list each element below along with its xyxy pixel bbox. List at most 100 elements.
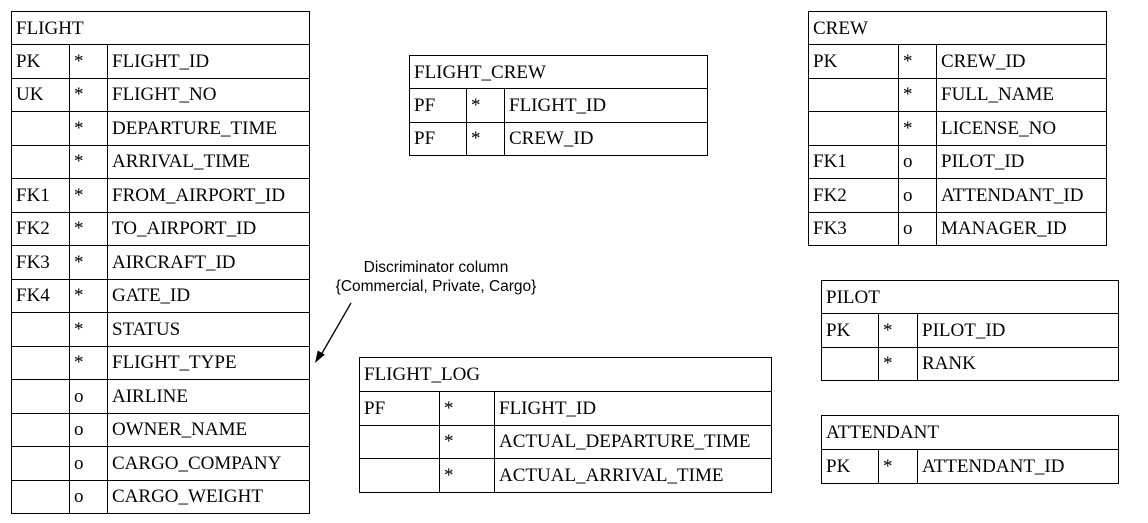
attribute-row: FK2*TO_AIRPORT_ID [11,211,310,246]
required-cell: * [69,44,108,79]
required-cell: * [898,77,937,112]
attribute-row: PK*PILOT_ID [821,313,1119,348]
attribute-row: PK*ATTENDANT_ID [821,449,1119,484]
key-cell: FK1 [11,178,70,213]
required-cell: * [69,245,108,280]
attribute-row: *STATUS [11,312,310,347]
entity-title: CREW [808,11,1107,45]
field-name-cell: FLIGHT_ID [107,44,310,79]
required-cell: o [898,211,937,246]
field-name-cell: FLIGHT_ID [504,88,708,123]
flight-crew-entity: FLIGHT_CREW PF*FLIGHT_ID PF*CREW_ID [409,55,708,156]
pilot-title-row: PILOT [821,280,1119,314]
required-cell: * [69,144,108,179]
attribute-row: FK3*AIRCRAFT_ID [11,245,310,280]
key-cell [11,379,70,414]
key-cell [808,77,899,112]
attribute-row: *FLIGHT_TYPE [11,345,310,380]
key-cell [11,345,70,380]
attribute-row: *DEPARTURE_TIME [11,111,310,146]
arrow-head [315,350,325,363]
field-name-cell: FULL_NAME [936,77,1107,112]
field-name-cell: CARGO_WEIGHT [107,479,310,514]
field-name-cell: AIRCRAFT_ID [107,245,310,280]
field-name-cell: STATUS [107,312,310,347]
field-name-cell: CREW_ID [936,44,1107,79]
flight-crew-title-row: FLIGHT_CREW [409,55,708,89]
attribute-row: *RANK [821,346,1119,381]
field-name-cell: OWNER_NAME [107,412,310,447]
key-cell: PK [821,449,879,484]
required-cell: * [69,312,108,347]
field-name-cell: LICENSE_NO [936,111,1107,146]
required-cell: * [439,391,495,426]
key-cell [821,346,879,381]
required-cell: * [466,121,505,156]
required-cell: o [69,479,108,514]
required-cell: o [898,144,937,179]
entity-title: PILOT [821,280,1119,314]
pilot-entity: PILOT PK*PILOT_ID*RANK [821,280,1119,381]
flight-log-title-row: FLIGHT_LOG [359,357,772,392]
field-name-cell: FROM_AIRPORT_ID [107,178,310,213]
field-name-cell: RANK [917,346,1119,381]
entity-title: ATTENDANT [821,415,1119,450]
field-name-cell: DEPARTURE_TIME [107,111,310,146]
attribute-row: *FULL_NAME [808,77,1107,112]
attendant-entity: ATTENDANT PK*ATTENDANT_ID [821,415,1119,484]
field-name-cell: ATTENDANT_ID [936,178,1107,213]
attribute-row: *ACTUAL_ARRIVAL_TIME [359,458,772,493]
field-name-cell: PILOT_ID [917,313,1119,348]
attribute-row: PF*FLIGHT_ID [359,391,772,426]
key-cell [359,424,440,459]
key-cell: PK [808,44,899,79]
key-cell [359,458,440,493]
key-cell: PF [409,88,467,123]
discriminator-note: Discriminator column {Commercial, Privat… [318,258,554,296]
key-cell [11,111,70,146]
field-name-cell: GATE_ID [107,278,310,313]
key-cell [11,446,70,481]
key-cell: PF [409,121,467,156]
field-name-cell: ATTENDANT_ID [917,449,1119,484]
required-cell: * [69,178,108,213]
key-cell: FK2 [808,178,899,213]
key-cell: UK [11,77,70,112]
key-cell [11,412,70,447]
key-cell: PF [359,391,440,426]
required-cell: o [898,178,937,213]
key-cell: FK1 [808,144,899,179]
key-cell [11,479,70,514]
required-cell: * [878,449,918,484]
attendant-title-row: ATTENDANT [821,415,1119,450]
field-name-cell: ACTUAL_ARRIVAL_TIME [494,458,772,493]
field-name-cell: FLIGHT_NO [107,77,310,112]
field-name-cell: FLIGHT_ID [494,391,772,426]
required-cell: * [439,424,495,459]
field-name-cell: PILOT_ID [936,144,1107,179]
key-cell [11,312,70,347]
key-cell: PK [11,44,70,79]
field-name-cell: CREW_ID [504,121,708,156]
required-cell: o [69,446,108,481]
required-cell: o [69,379,108,414]
field-name-cell: AIRLINE [107,379,310,414]
required-cell: * [69,111,108,146]
required-cell: * [878,346,918,381]
attribute-row: UK*FLIGHT_NO [11,77,310,112]
crew-title-row: CREW [808,11,1107,45]
attribute-row: *ACTUAL_DEPARTURE_TIME [359,424,772,459]
required-cell: * [898,44,937,79]
required-cell: * [466,88,505,123]
attribute-row: PK*CREW_ID [808,44,1107,79]
required-cell: * [898,111,937,146]
discriminator-note-line1: Discriminator column [363,259,509,276]
key-cell [808,111,899,146]
required-cell: * [69,211,108,246]
